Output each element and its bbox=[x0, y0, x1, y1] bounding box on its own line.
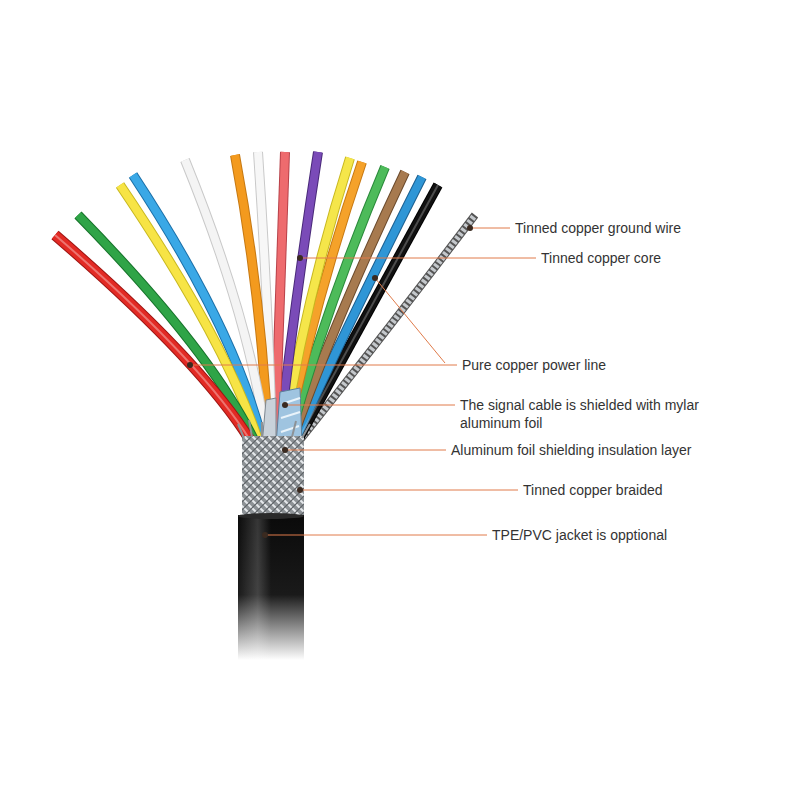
callout-label: Aluminum foil shielding insulation layer bbox=[451, 441, 691, 459]
leader-dot bbox=[467, 225, 473, 231]
leader-line bbox=[300, 258, 536, 259]
callout-label: The signal cable is shielded with mylar … bbox=[460, 396, 700, 432]
braid-layer bbox=[242, 436, 304, 520]
wire-highlight bbox=[298, 185, 438, 440]
callout-label: Tinned copper core bbox=[541, 249, 661, 267]
leader-line bbox=[375, 278, 445, 363]
leader-dots bbox=[187, 225, 473, 538]
wire-bundle bbox=[55, 152, 475, 440]
leader-lines bbox=[190, 228, 536, 535]
leader-line bbox=[285, 405, 455, 406]
leader-dot bbox=[372, 275, 378, 281]
wire-outline bbox=[55, 235, 250, 440]
jacket bbox=[238, 515, 304, 660]
mylar-foil bbox=[281, 398, 300, 432]
wire-highlight bbox=[55, 235, 250, 440]
leader-dot bbox=[297, 487, 303, 493]
leader-dot bbox=[297, 255, 303, 261]
callout-label: Tinned copper ground wire bbox=[515, 219, 681, 237]
leader-line bbox=[190, 365, 457, 366]
braided-shield bbox=[238, 420, 310, 520]
leader-line bbox=[300, 490, 518, 491]
callout-label: TPE/PVC jacket is opptional bbox=[492, 526, 667, 544]
leader-line bbox=[470, 228, 510, 229]
jacket-rim bbox=[238, 513, 304, 519]
jacket-shine bbox=[238, 515, 304, 660]
leader-dot bbox=[187, 362, 193, 368]
callout-label: Tinned copper braided bbox=[523, 481, 663, 499]
braid-frayed-ends bbox=[238, 420, 310, 438]
leader-dot bbox=[262, 532, 268, 538]
leader-line bbox=[265, 535, 487, 536]
leader-dot bbox=[282, 402, 288, 408]
callout-label: Pure copper power line bbox=[462, 356, 606, 374]
red-wire bbox=[55, 235, 250, 440]
leader-line bbox=[285, 450, 446, 451]
leader-dot bbox=[282, 447, 288, 453]
